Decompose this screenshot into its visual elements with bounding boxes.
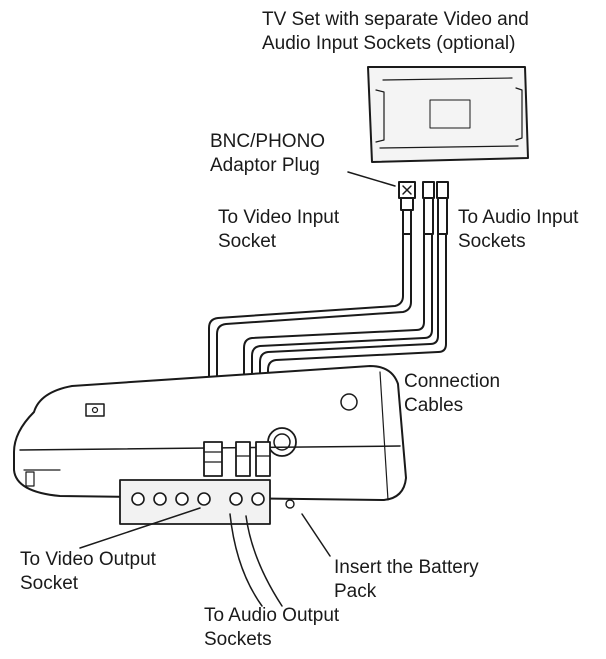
- video-input-label-line1: To Video Input: [218, 207, 340, 228]
- video-output-label: To Video Output Socket: [20, 548, 156, 596]
- output-leader-lines: [79, 507, 331, 607]
- connection-cables-label-line2: Cables: [404, 395, 464, 416]
- bnc-adaptor-label: BNC/PHONO Adaptor Plug: [210, 130, 325, 178]
- audio-output-label-line2: Sockets: [204, 629, 272, 650]
- tv-set-label: TV Set with separate Video and Audio Inp…: [262, 8, 529, 56]
- video-input-label-line2: Socket: [218, 231, 277, 252]
- adaptor-leader-line: [347, 171, 396, 187]
- audio-input-label-line2: Sockets: [458, 231, 526, 252]
- battery-pack-label-line1: Insert the Battery: [334, 557, 479, 578]
- camera-body: [13, 365, 407, 501]
- bnc-adaptor-label-line1: BNC/PHONO: [210, 131, 326, 152]
- bnc-phono-adaptor-plug: [398, 181, 416, 235]
- audio-output-label-line1: To Audio Output: [204, 605, 340, 626]
- audio-output-label: To Audio Output Sockets: [204, 604, 339, 652]
- video-input-label: To Video Input Socket: [218, 206, 339, 254]
- connection-cables-label-line1: Connection: [404, 371, 501, 392]
- video-output-label-line1: To Video Output: [20, 549, 156, 570]
- battery-pack-label-line2: Pack: [334, 581, 377, 602]
- tv-set-label-line1: TV Set with separate Video and: [262, 9, 529, 30]
- video-cable: [208, 233, 412, 443]
- connection-cables-label: Connection Cables: [404, 370, 500, 418]
- tv-set-illustration: [367, 66, 529, 163]
- camera-plugs: [203, 441, 271, 477]
- audio-cables: [243, 233, 447, 443]
- tv-set-label-line2: Audio Input Sockets (optional): [262, 33, 516, 54]
- audio-plugs-top: [422, 181, 449, 235]
- video-output-label-line2: Socket: [20, 573, 79, 594]
- audio-input-label-line1: To Audio Input: [458, 207, 579, 228]
- battery-pack-label: Insert the Battery Pack: [334, 556, 479, 604]
- audio-input-label: To Audio Input Sockets: [458, 206, 578, 254]
- bnc-adaptor-label-line2: Adaptor Plug: [210, 155, 320, 176]
- socket-panel: [119, 479, 295, 525]
